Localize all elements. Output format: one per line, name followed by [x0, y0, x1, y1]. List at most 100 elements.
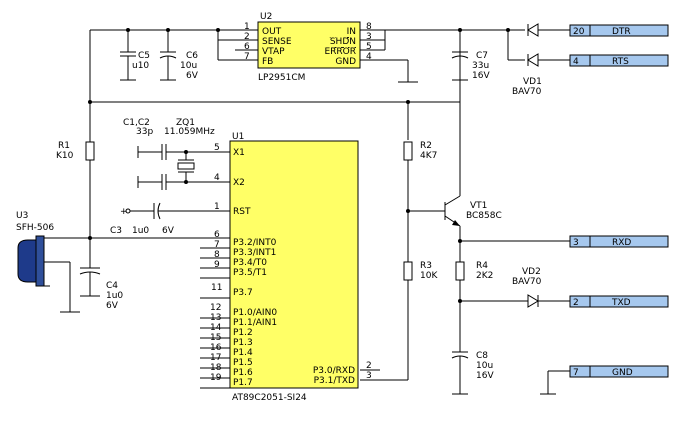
c3-ref: C3 [110, 226, 122, 236]
u2-pin-error: ERROR [324, 47, 356, 57]
u2-pinnum-5: 5 [366, 42, 372, 52]
u2-ref: U2 [260, 12, 272, 22]
u1-pin-x1: X1 [233, 148, 245, 158]
r2-ref: R2 [420, 141, 432, 151]
left-wiring [17, 102, 230, 313]
connector-txd-num: 2 [573, 298, 579, 308]
u1-pinnum-11: 11 [211, 283, 222, 293]
u1-left-pin-numbers: 5 4 1 6 7 8 9 11 12 13 14 15 16 17 18 [200, 143, 230, 389]
c6-voltage: 6V [186, 71, 199, 81]
u1-pinnum-16: 16 [210, 343, 222, 353]
u1-pinnum-18: 18 [210, 363, 222, 373]
connector-dtr: 20 DTR [569, 24, 669, 37]
connector-dtr-num: 20 [573, 27, 585, 37]
vd2-ref: VD2 [522, 267, 541, 277]
u3-ref: U3 [16, 211, 28, 221]
c8-voltage: 16V [476, 371, 494, 381]
u1-pin-p33: P3.3/INT1 [233, 248, 276, 258]
u1-pin-p12: P1.2 [233, 328, 253, 338]
vt1-part: BC858C [466, 211, 502, 221]
u2-pin-sense: SENSE [262, 37, 292, 47]
component-labels: C5 u10 C6 10u 6V C7 33u 16V VD1 BAV70 C1… [16, 51, 542, 381]
u1-pinnum-9: 9 [214, 260, 220, 270]
u1-pinnum-15: 15 [210, 333, 221, 343]
u3-part: SFH-506 [16, 223, 54, 233]
chip-u2: U2 LP2951CM OUT SENSE VTAP FB 1 2 6 7 IN… [244, 12, 372, 83]
c7-voltage: 16V [472, 71, 490, 81]
r1-ref: R1 [58, 141, 70, 151]
u1-pinnum-13: 13 [210, 313, 221, 323]
connector-rts: 4 RTS [569, 54, 669, 67]
c4-ref: C4 [106, 281, 118, 291]
u1-pin-txd: P3.1/TXD [314, 376, 355, 386]
c1c2-value: 33p [136, 127, 153, 137]
u1-pin-p15: P1.5 [233, 358, 253, 368]
u1-part: AT89C2051-SI24 [232, 393, 307, 403]
r3-value: 10K [420, 271, 438, 281]
right-wiring [360, 102, 570, 395]
u2-pinnum-1: 1 [244, 22, 250, 32]
connector-rxd: 3 RXD [569, 235, 669, 248]
u2-pinnum-6: 6 [244, 42, 250, 52]
connector-gnd: 7 GND [569, 365, 669, 378]
u2-pinnum-7: 7 [244, 52, 250, 62]
u1-pin-p13: P1.3 [233, 338, 253, 348]
connector-dtr-label: DTR [612, 27, 631, 37]
u2-pinnum-3: 3 [366, 32, 372, 42]
vd1-ref: VD1 [523, 77, 542, 87]
u1-pinnum-2: 2 [366, 361, 372, 371]
u2-pin-in: IN [347, 27, 356, 37]
u1-pin-p11: P1.1/AIN1 [233, 318, 277, 328]
r2-value: 4K7 [420, 151, 437, 161]
u1-pin-p14: P1.4 [233, 348, 253, 358]
chip-u1: U1 AT89C2051-SI24 X1 X2 RST P3.2/INT0 P3… [200, 132, 372, 403]
connector-txd: 2 TXD [569, 295, 669, 308]
vd2-part: BAV70 [512, 277, 542, 287]
u1-pin-p35: P3.5/T1 [233, 268, 267, 278]
u1-pin-p17: P1.7 [233, 378, 253, 388]
c7-value: 33u [472, 61, 489, 71]
c6-value: 10u [180, 61, 197, 71]
connector-rts-num: 4 [573, 57, 579, 67]
u1-pin-p16: P1.6 [233, 368, 253, 378]
top-wiring [88, 23, 570, 140]
c8-ref: C8 [476, 351, 488, 361]
c3-voltage: 6V [162, 226, 175, 236]
u2-pin-gnd: GND [335, 57, 356, 67]
u1-pinnum-17: 17 [210, 353, 221, 363]
r1-value: K10 [56, 151, 74, 161]
u2-pin-out: OUT [262, 27, 282, 37]
u1-pin-p32: P3.2/INT0 [233, 238, 277, 248]
u1-pin-x2: X2 [233, 178, 245, 188]
zq1-ref: ZQ1 [176, 118, 195, 128]
connector-gnd-label: GND [612, 368, 633, 378]
u1-pinnum-19: 19 [210, 373, 222, 383]
c1c2-ref: C1,C2 [123, 118, 150, 128]
u1-pinnum-5: 5 [214, 143, 220, 153]
c4-value: 1u0 [106, 291, 123, 301]
c7-ref: C7 [476, 51, 488, 61]
u1-pinnum-14: 14 [210, 323, 222, 333]
c5-value: u10 [132, 61, 149, 71]
connector-gnd-num: 7 [573, 368, 579, 378]
vt1-ref: VT1 [470, 201, 487, 211]
u2-pin-fb: FB [262, 57, 273, 67]
u1-pin-p34: P3.4/T0 [233, 258, 267, 268]
u1-pin-p37: P3.7 [233, 288, 253, 298]
u1-pinnum-6: 6 [214, 230, 220, 240]
connector-rxd-label: RXD [612, 238, 631, 248]
r4-value: 2K2 [476, 271, 493, 281]
u1-pin-rxd: P3.0/RXD [313, 366, 355, 376]
u1-pinnum-8: 8 [214, 250, 220, 260]
u1-left-pins: X1 X2 RST P3.2/INT0 P3.3/INT1 P3.4/T0 P3… [233, 148, 277, 388]
u1-pinnum-12: 12 [210, 303, 221, 313]
r3-ref: R3 [420, 261, 432, 271]
connector-txd-label: TXD [611, 298, 631, 308]
connector-rts-label: RTS [612, 57, 629, 67]
c3-plus: + [120, 207, 128, 217]
u1-pinnum-7: 7 [214, 240, 220, 250]
u2-pinnum-8: 8 [366, 22, 372, 32]
c8-value: 10u [476, 361, 493, 371]
vd1-part: BAV70 [512, 87, 542, 97]
